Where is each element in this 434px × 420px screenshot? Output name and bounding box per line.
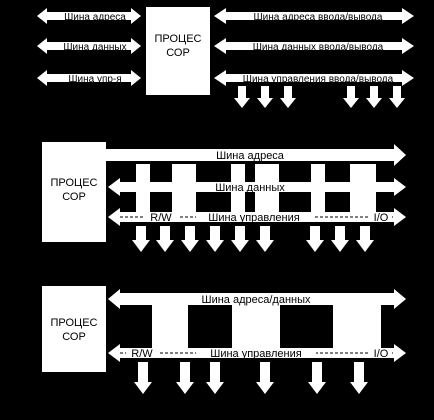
io-control-bus-label: Шина управления ввода/выводa: [243, 74, 394, 85]
control-bus-label-3: Шина управления: [210, 348, 302, 360]
io-label-3: I/O: [374, 348, 389, 360]
data-bus-arrow-left: [37, 38, 141, 54]
io-address-bus-label: Шина адреса ввода/вывода: [254, 12, 383, 23]
diagram-common-buses: ПРОЦЕС СОР Шина адреса Шина данных R/W Ш…: [42, 142, 406, 252]
io-address-bus-arrow: [214, 8, 414, 24]
rw-label-bg-2: [145, 212, 179, 222]
processor-box-3: [42, 286, 106, 372]
data-bus-label-left: Шина данных: [63, 42, 126, 53]
io-label-bg-2: [370, 212, 392, 222]
control-label-bg-2: [196, 212, 314, 222]
io-data-bus-arrow: [214, 38, 414, 54]
control-bus-label-left: Шина упр-я: [68, 74, 121, 85]
processor-label-3-line1: ПРОЦЕС: [51, 317, 98, 329]
io-control-bus-arrow: [214, 70, 414, 86]
processor-label-1-line2: СОР: [166, 47, 190, 59]
diagram-multiplexed-bus: ПРОЦЕС СОР Шина адреса/данных R/W Шина у…: [42, 286, 406, 394]
processor-label-2-line2: СОР: [62, 191, 86, 203]
io-label-2: I/O: [374, 212, 389, 224]
rw-label-2: R/W: [150, 212, 172, 224]
device-drops-3: [134, 362, 368, 394]
address-bus-arrow-2: [106, 144, 406, 166]
control-bus-arrow-left: [37, 70, 141, 86]
device-columns-3: [152, 304, 381, 348]
address-data-bus-arrow-3: [108, 289, 406, 309]
address-bus-label-2: Шина адреса: [216, 150, 285, 162]
control-label-bg-3: [196, 348, 316, 358]
rw-label-bg-3: [126, 348, 158, 358]
processor-label-3-line2: СОР: [62, 331, 86, 343]
io-device-drops-1: [234, 86, 405, 108]
io-data-bus-label: Шина данных ввода/вывода: [253, 42, 384, 53]
address-bus-label-left: Шина адреса: [64, 12, 126, 23]
device-drops-2: [132, 226, 374, 252]
rw-label-3: R/W: [131, 348, 153, 360]
address-data-bus-label-3: Шина адреса/данных: [201, 294, 311, 306]
processor-box-1: [146, 7, 210, 95]
data-bus-label-2: Шина данных: [215, 182, 285, 194]
control-bus-label-2: Шина управления: [208, 212, 300, 224]
io-label-bg-3: [370, 348, 392, 358]
address-bus-arrow-left: [37, 8, 141, 24]
data-bus-arrow-2: [108, 178, 406, 196]
processor-label-1-line1: ПРОЦЕС: [155, 33, 202, 45]
processor-label-2-line1: ПРОЦЕС: [51, 177, 98, 189]
processor-box-2: [42, 142, 106, 242]
diagram-separate-io-buses: ПРОЦЕС СОР Шина адреса Шина данных Шина …: [37, 7, 414, 108]
